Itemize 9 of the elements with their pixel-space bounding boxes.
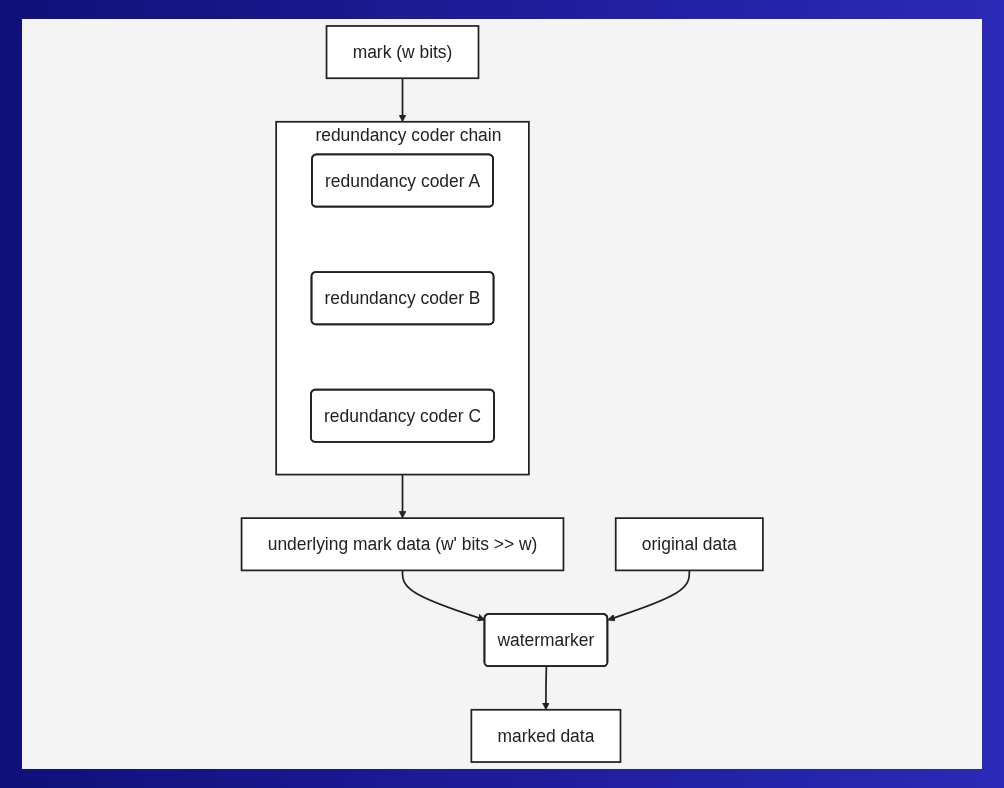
arrow (398, 473, 407, 519)
arrow (541, 665, 550, 711)
node-box: marked data (470, 708, 622, 763)
arrow (607, 569, 690, 622)
node-box: underlying mark data (w' bits >> w) (240, 517, 565, 572)
arrow (401, 569, 485, 622)
node-box: original data (614, 517, 764, 572)
node-box: mark (w bits) (325, 25, 480, 80)
arrow (398, 77, 407, 123)
